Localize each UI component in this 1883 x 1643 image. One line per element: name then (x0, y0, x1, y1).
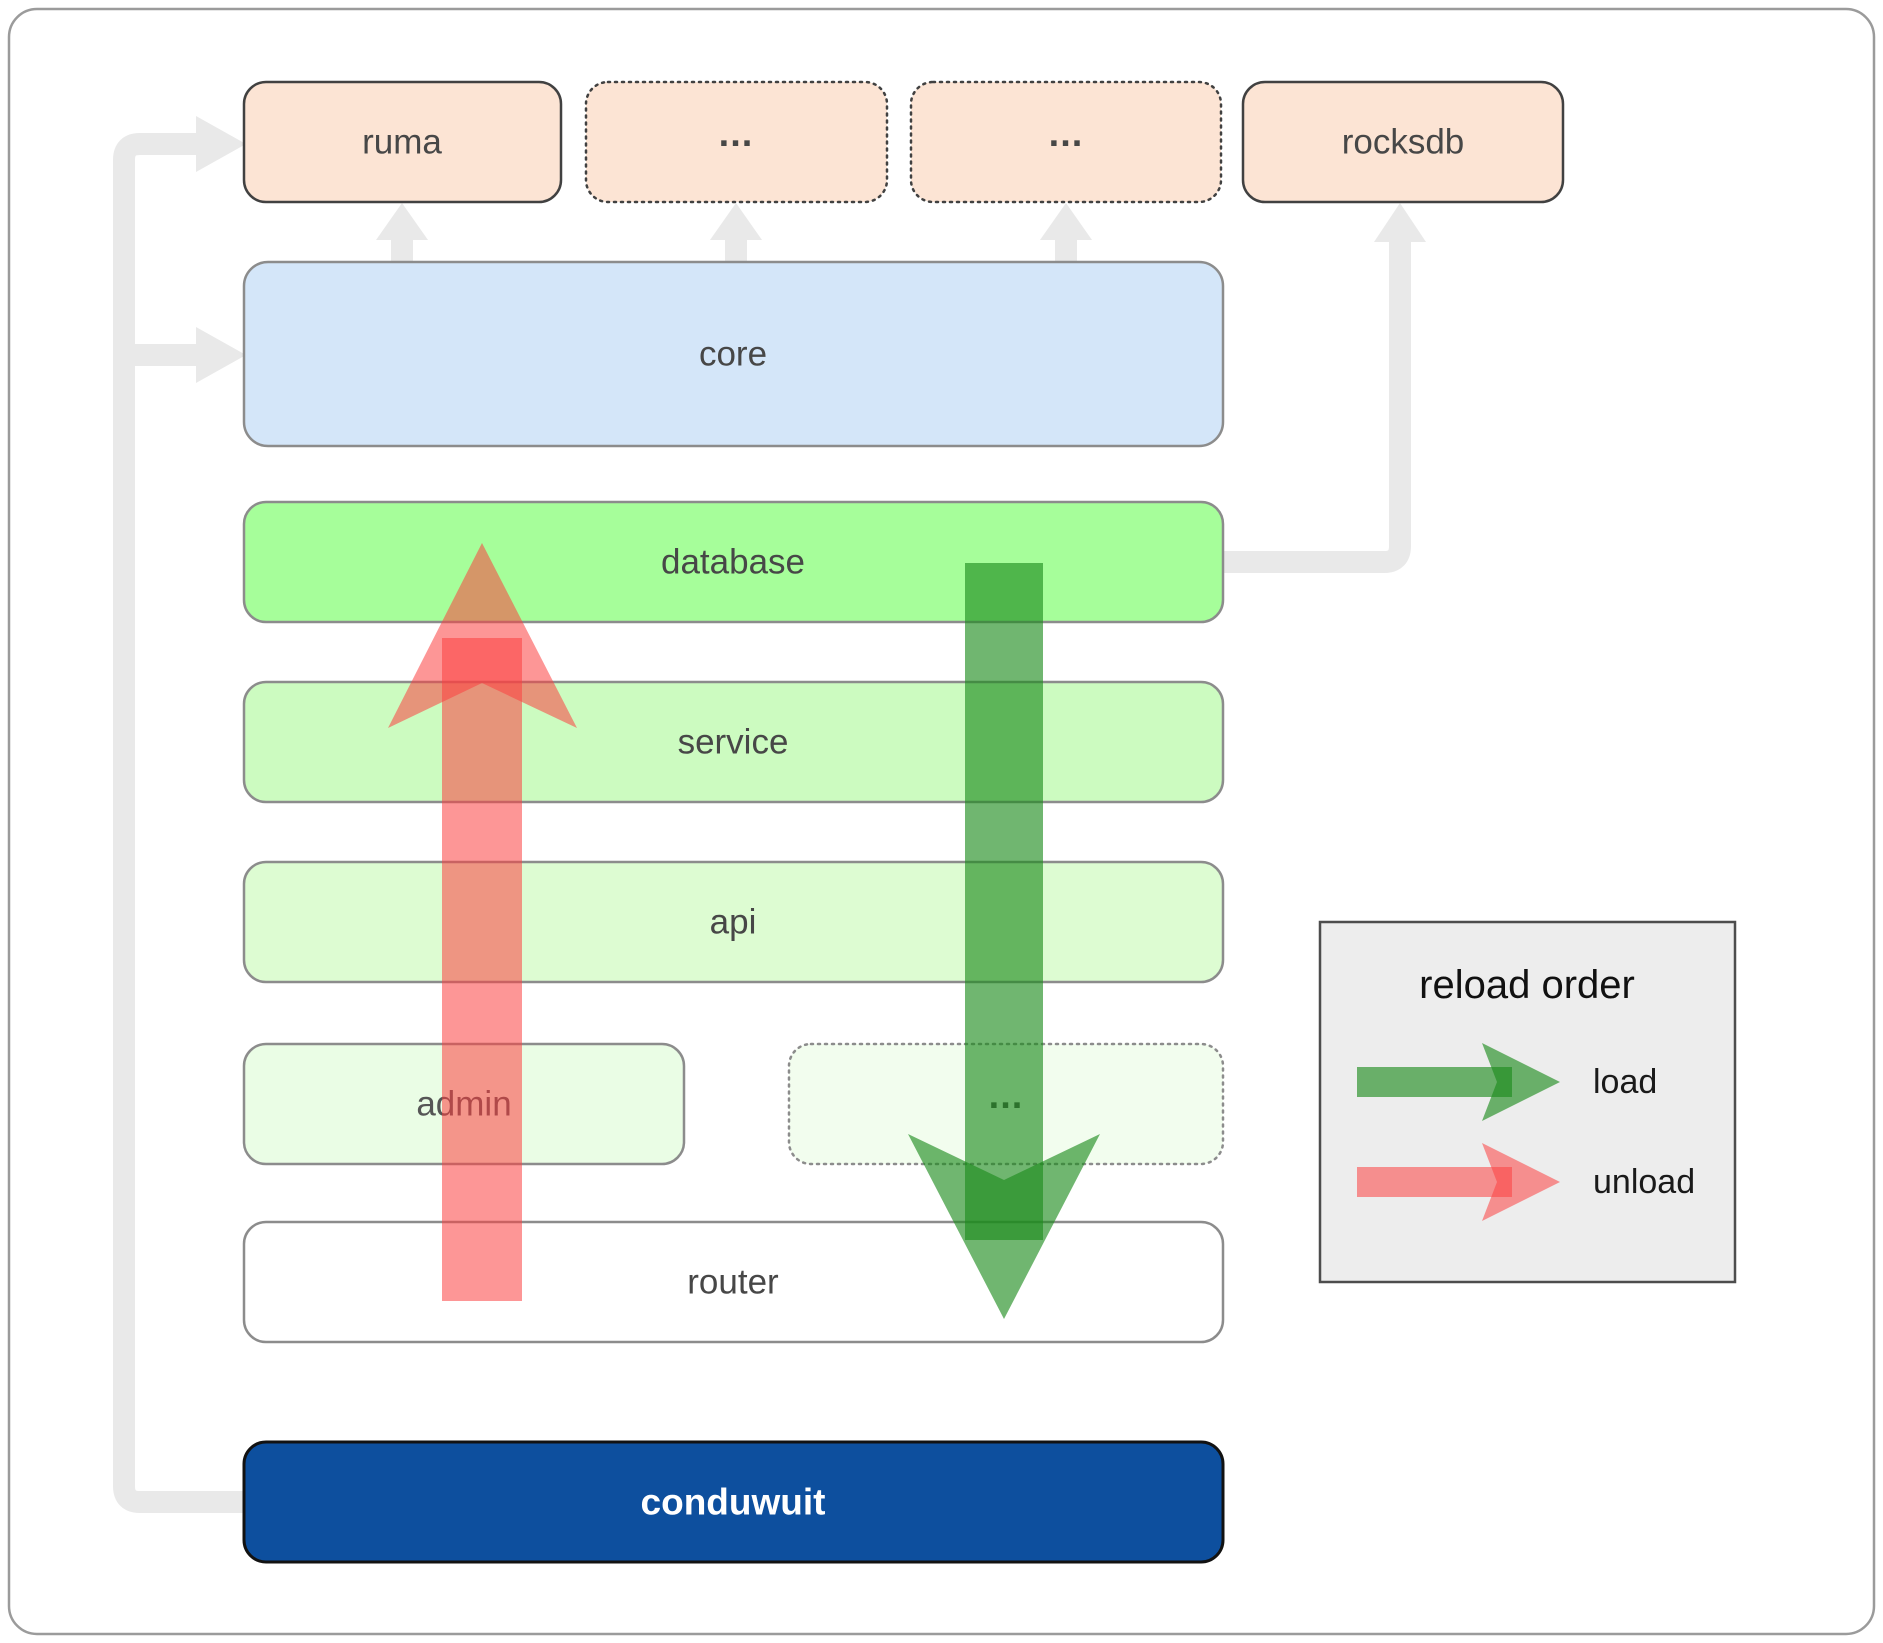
arrowhead-to-ruma-icon (196, 116, 246, 172)
load-arrow-shaft (965, 563, 1043, 1240)
legend-unload-arrow-icon (1357, 1143, 1560, 1221)
legend-unload-shaft (1357, 1167, 1512, 1197)
arrowhead-to-rocksdb-icon (1374, 203, 1426, 242)
load-arrowhead-icon (908, 1134, 1100, 1319)
node-dependency-more-2 (909, 80, 1223, 204)
arrow-core-to-ruma (391, 238, 413, 264)
legend: reload order load unload (1318, 920, 1737, 1284)
node-conduwuit-label: conduwuit (641, 1482, 826, 1523)
node-conduwuit (242, 1440, 1225, 1564)
database-to-rocksdb-connector (1223, 203, 1426, 573)
legend-load-shaft (1357, 1067, 1512, 1097)
node-service-label: service (678, 723, 789, 762)
node-dependency-more-1 (584, 80, 889, 204)
node-rocksdb-label: rocksdb (1342, 123, 1465, 162)
unload-arrowhead-icon (388, 543, 577, 728)
node-ruma (242, 80, 563, 204)
legend-unload-head (1482, 1143, 1560, 1221)
arrowhead-to-core-icon (196, 327, 246, 383)
legend-box (1318, 920, 1737, 1284)
arrowhead-core-to-ruma-icon (376, 203, 428, 240)
node-database-label: database (661, 543, 805, 582)
diagram-frame (7, 7, 1876, 1636)
node-dependency-more-2-label: ... (1049, 113, 1084, 155)
legend-load-arrow-icon (1357, 1043, 1560, 1121)
load-arrow (908, 563, 1100, 1319)
unload-arrow-shaft (442, 638, 522, 1301)
conduwuit-dependency-connector (113, 116, 246, 1513)
arrowhead-core-to-dep1-icon (710, 203, 762, 240)
arrowhead-core-to-dep2-icon (1040, 203, 1092, 240)
legend-title: reload order (1419, 963, 1635, 1007)
unload-arrow (388, 543, 577, 1301)
legend-unload-label: unload (1593, 1163, 1695, 1201)
legend-load-label: load (1593, 1063, 1657, 1101)
node-router-label: router (687, 1263, 779, 1302)
legend-load-head (1482, 1043, 1560, 1121)
node-ruma-label: ruma (362, 123, 442, 162)
connector-line-left (113, 133, 243, 1513)
node-dependency-more-1-label: ... (719, 113, 754, 155)
node-rocksdb (1241, 80, 1565, 204)
node-core-label: core (699, 335, 767, 374)
core-dependency-arrows (376, 203, 1092, 264)
connector-line-rocksdb (1223, 240, 1411, 573)
arrow-core-to-dep2 (1055, 238, 1077, 264)
node-api-label: api (710, 903, 757, 942)
node-core (242, 260, 1225, 448)
arrow-core-to-dep1 (725, 238, 747, 264)
